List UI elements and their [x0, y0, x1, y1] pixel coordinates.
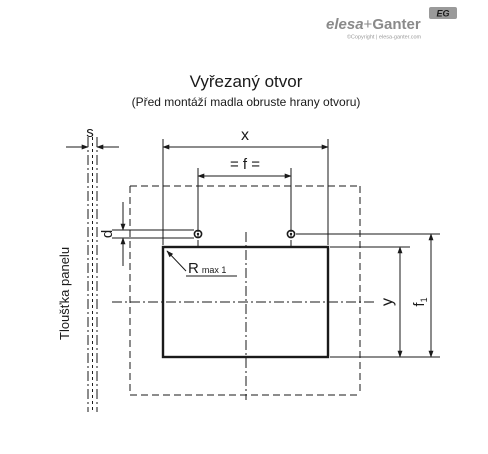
- label-f: = f =: [230, 156, 260, 173]
- logo-badge: [429, 7, 457, 19]
- dimension-f: = f =: [197, 156, 292, 222]
- cutout-rectangle: [161, 245, 330, 359]
- logo-wordmark: elesa+Ganter: [326, 16, 421, 33]
- label-panel-thickness: Tloušťka panelu: [57, 247, 72, 340]
- label-f1: f1: [411, 297, 429, 306]
- dimension-x: x: [162, 127, 329, 245]
- dimension-f1: f1: [296, 233, 440, 358]
- hole-left: [193, 229, 203, 239]
- panel-outline: [129, 185, 361, 396]
- elesa-ganter-logo: EG elesa+Ganter ©Copyright | elesa-gante…: [326, 7, 457, 41]
- label-d: d: [99, 230, 116, 238]
- label-y: y: [379, 298, 396, 306]
- label-x: x: [241, 127, 249, 144]
- panel-side-view: [87, 137, 98, 412]
- logo-badge-text: EG: [436, 9, 449, 19]
- label-s: s: [86, 124, 94, 141]
- drawing-subtitle: (Před montáží madla obruste hrany otvoru…: [132, 95, 361, 109]
- hole-right: [286, 229, 296, 239]
- logo-copyright: ©Copyright | elesa-ganter.com: [347, 34, 422, 41]
- center-lines: [112, 222, 376, 400]
- drawing-title: Vyřezaný otvor: [190, 72, 303, 91]
- dimension-d: d: [99, 202, 194, 266]
- mounting-holes: [193, 229, 296, 239]
- dimension-s: s: [66, 124, 119, 150]
